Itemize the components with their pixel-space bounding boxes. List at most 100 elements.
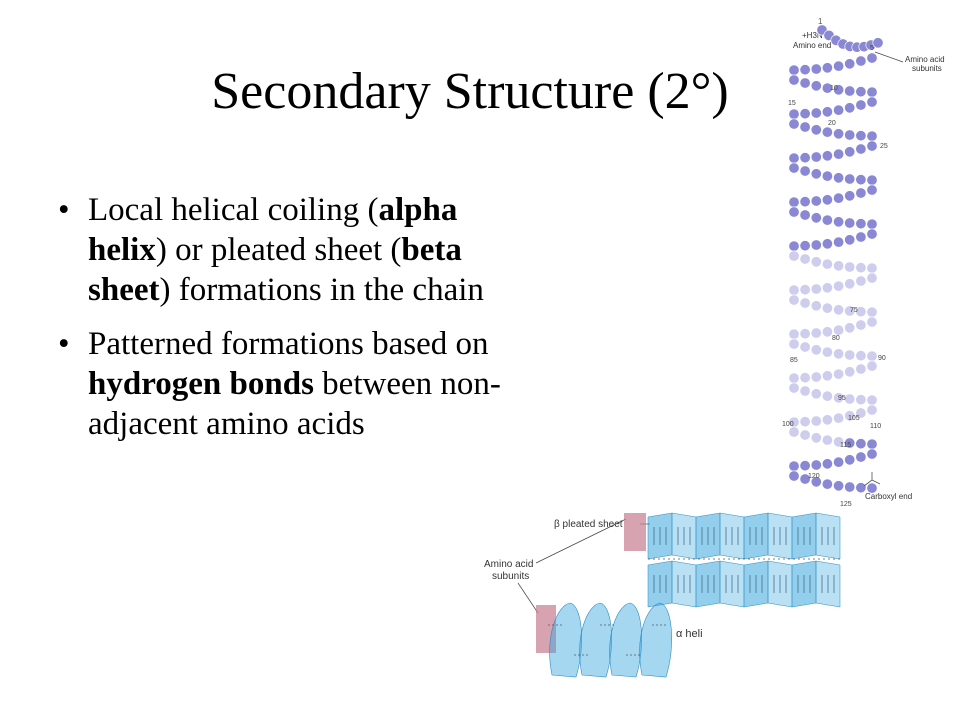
amino-acid-bead [788,152,800,164]
amino-acid-bead [833,436,845,448]
amino-acid-bead [855,174,867,186]
amino-acid-bead [872,37,884,49]
amino-acid-bead [788,64,800,76]
amino-acid-bead [855,231,867,243]
amino-acid-bead [810,432,822,444]
amino-acid-bead [833,412,845,424]
amino-acid-bead [833,304,845,316]
amino-acid-bead [810,168,822,180]
amino-acid-bead [810,63,822,75]
amino-acid-bead [866,404,878,416]
amino-acid-bead [866,174,878,186]
amino-acid-bead [810,195,822,207]
amino-acid-bead [810,344,822,356]
amino-acid-bead [821,258,833,270]
amino-acid-bead [810,371,822,383]
amino-acid-bead [810,107,822,119]
amino-acid-bead [821,434,833,446]
amino-acid-bead [855,350,867,362]
amino-acid-bead [844,305,856,317]
residue-number: 125 [840,501,852,508]
amino-acid-bead [821,370,833,382]
amino-acid-bead [810,388,822,400]
alpha-helix-turn [609,602,642,678]
amino-acid-bead [810,256,822,268]
amino-acid-bead [799,196,811,208]
amino-acid-bead [866,448,878,460]
amino-acid-bead [788,284,800,296]
amino-acid-bead [833,348,845,360]
amino-acid-bead [866,306,878,318]
amino-acid-bead [866,482,878,494]
alpha-helix-turn [639,602,672,678]
amino-acid-bead [844,454,856,466]
amino-acid-bead [844,410,856,422]
amino-acid-bead [844,393,856,405]
alpha-helix-label: α heli [676,628,703,640]
amino-acid-bead [788,240,800,252]
slide-title: Secondary Structure (2°) [211,63,729,120]
carboxyl-end-label: Carboxyl end [865,492,912,501]
amino-acid-bead [799,473,811,485]
amino-acid-bead [821,238,833,250]
amino-acid-bead [833,192,845,204]
alpha-helix-turn [549,602,582,678]
amino-acid-bead [821,214,833,226]
amino-acid-bead [788,118,800,130]
amino-end-label: Amino end [793,41,831,50]
subunits-label-1: Amino acid [484,559,533,570]
amino-acid-bead [844,190,856,202]
amino-acid-bead [866,140,878,152]
amino-acid-bead [833,480,845,492]
subunits-leader-alpha [517,582,539,614]
bullet-item: •Patterned formations based on hydrogen … [58,324,508,444]
amino-acid-bead [799,64,811,76]
amino-acid-bead [844,129,856,141]
bullet-list: •Local helical coiling (alpha helix) or … [58,190,508,458]
amino-acid-bead [799,108,811,120]
amino-acid-bead [855,451,867,463]
amino-acid-bead [866,130,878,142]
amino-acid-bead [788,74,800,86]
amino-acid-bead [866,86,878,98]
amino-acid-bead [810,239,822,251]
amino-acid-bead [844,322,856,334]
residue-number: 80 [832,335,840,342]
amino-acid-bead [788,328,800,340]
amino-acid-bead [855,319,867,331]
amino-acid-bead [855,55,867,67]
subunits-label-top-2: subunits [912,64,942,73]
amino-acid-bead [799,429,811,441]
amino-acid-bead [855,482,867,494]
amino-acid-bead [844,437,856,449]
amino-acid-bead [810,327,822,339]
amino-acid-bead [810,300,822,312]
amino-acid-bead [810,415,822,427]
amino-acid-bead [844,349,856,361]
amino-acid-bead [844,58,856,70]
amino-acid-bead [799,297,811,309]
amino-acid-bead [855,438,867,450]
amino-acid-bead [833,260,845,272]
amino-acid-bead [799,385,811,397]
amino-acid-bead [844,481,856,493]
amino-acid-bead [844,85,856,97]
bullet-bold-text: hydrogen bonds [88,366,314,402]
amino-acid-bead [833,236,845,248]
amino-acid-bead [833,456,845,468]
amino-acid-bead [821,478,833,490]
amino-acid-bead [866,438,878,450]
amino-acid-bead [833,104,845,116]
amino-acid-bead [855,187,867,199]
amino-acid-bead [855,306,867,318]
subunits-leader-line [874,51,904,63]
amino-acid-bead [833,280,845,292]
amino-acid-bead [788,460,800,472]
amino-acid-bead [821,282,833,294]
residue-number: 75 [850,307,858,314]
amino-acid-bead [855,86,867,98]
residue-number: 115 [840,442,851,449]
amino-acid-bead [844,102,856,114]
amino-acid-bead [844,261,856,273]
amino-acid-bead [866,316,878,328]
